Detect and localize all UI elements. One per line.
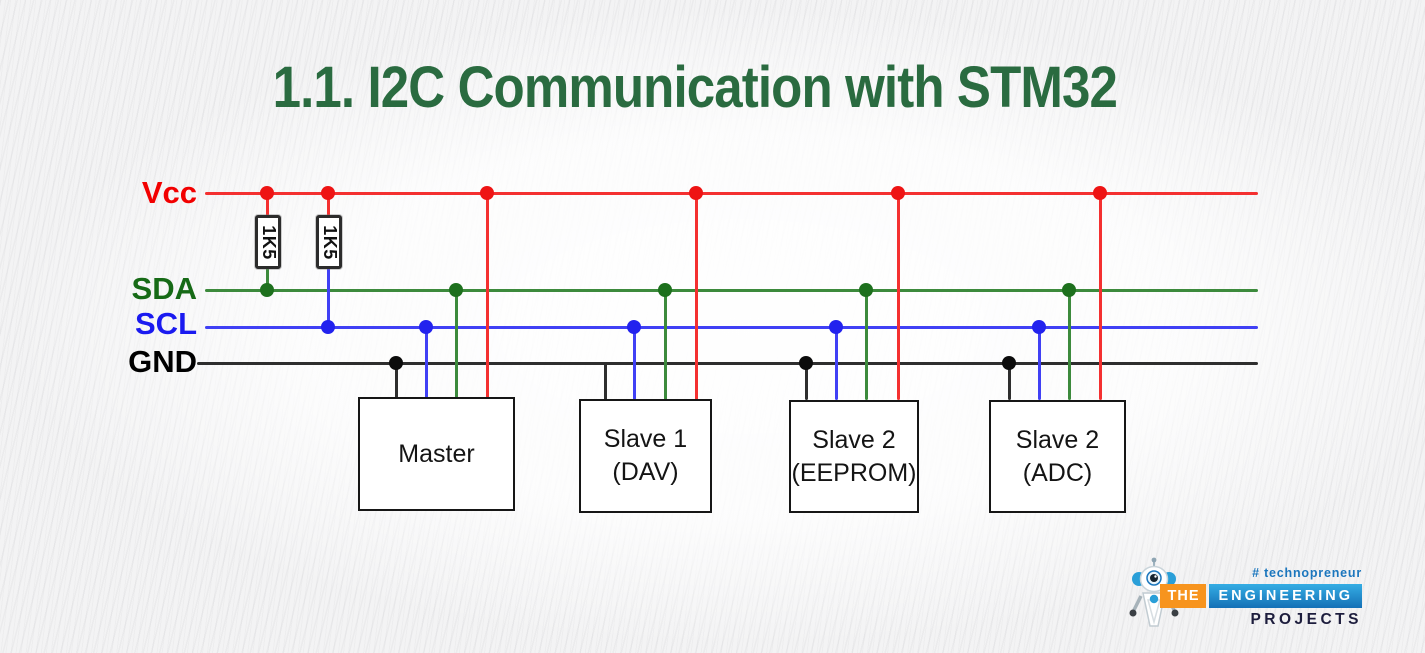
wire-resistor2-scl xyxy=(327,266,330,328)
wire-sda-slave2-adc xyxy=(1068,290,1071,400)
gnd-junction-dot xyxy=(389,356,403,370)
scl-junction-dot xyxy=(627,320,641,334)
sda-junction-dot xyxy=(1062,283,1076,297)
device-sublabel: (EEPROM) xyxy=(791,458,917,487)
logo-wordmark: THE ENGINEERING xyxy=(1160,584,1362,608)
brand-logo: # technopreneur THE ENGINEERING PROJECTS xyxy=(1128,556,1366,636)
page-title: 1.1. I2C Communication with STM32 xyxy=(272,55,1117,120)
wire-gnd-slave2-eeprom xyxy=(805,363,808,400)
resistor-r2: 1K5 xyxy=(316,215,342,269)
scl-junction-dot xyxy=(419,320,433,334)
vcc-label: Vcc xyxy=(141,175,197,210)
sda-junction-dot xyxy=(859,283,873,297)
resistor-r1-value: 1K5 xyxy=(258,224,279,260)
device-label: Slave 1 xyxy=(603,425,688,453)
sda-junction-dot xyxy=(658,283,672,297)
gnd-bus-line xyxy=(197,362,1258,365)
scl-bus-line xyxy=(205,326,1258,329)
scl-junction-dot xyxy=(1032,320,1046,334)
vcc-junction-dot xyxy=(689,186,703,200)
device-box-slave2-adc: Slave 2 (ADC) xyxy=(989,400,1126,513)
vcc-bus-line xyxy=(205,192,1258,195)
sda-label: SDA xyxy=(131,271,197,306)
vcc-junction-dot xyxy=(260,186,274,200)
gnd-label: GND xyxy=(128,344,197,379)
gnd-junction-dot xyxy=(799,356,813,370)
wire-vcc-resistor1 xyxy=(266,193,269,217)
resistor-r1: 1K5 xyxy=(255,215,281,269)
vcc-junction-dot xyxy=(480,186,494,200)
logo-word-engineering: ENGINEERING xyxy=(1209,584,1362,608)
robot-mascot-icon xyxy=(1129,557,1179,627)
wire-sda-slave2-eeprom xyxy=(865,290,868,400)
wire-sda-master xyxy=(455,290,458,398)
vcc-junction-dot xyxy=(891,186,905,200)
wire-resistor1-sda xyxy=(266,266,269,291)
gnd-junction-dot xyxy=(1002,356,1016,370)
wire-gnd-slave2-adc xyxy=(1008,363,1011,400)
device-box-slave2-eeprom: Slave 2 (EEPROM) xyxy=(789,400,919,513)
vcc-junction-dot xyxy=(321,186,335,200)
wire-vcc-slave1 xyxy=(695,193,698,400)
logo-word-projects: PROJECTS xyxy=(1250,611,1362,628)
scl-junction-dot xyxy=(321,320,335,334)
device-box-slave1: Slave 1 (DAV) xyxy=(579,399,712,513)
logo-tagline: # technopreneur xyxy=(1252,566,1362,580)
wire-scl-slave2-adc xyxy=(1038,327,1041,400)
device-box-master: Master xyxy=(358,397,515,511)
device-label: Slave 2 xyxy=(1015,425,1100,454)
device-sublabel: (ADC) xyxy=(1022,458,1093,487)
wire-sda-slave1 xyxy=(664,290,667,400)
device-sublabel: (DAV) xyxy=(612,458,679,486)
vcc-junction-dot xyxy=(1093,186,1107,200)
wire-scl-master xyxy=(425,327,428,398)
wire-gnd-slave1 xyxy=(604,363,607,400)
sda-bus-line xyxy=(205,289,1258,292)
device-label: Slave 2 xyxy=(812,425,896,454)
sda-junction-dot xyxy=(449,283,463,297)
wire-vcc-resistor2 xyxy=(327,193,330,217)
scl-junction-dot xyxy=(829,320,843,334)
wire-vcc-slave2-adc xyxy=(1099,193,1102,400)
wire-gnd-master xyxy=(395,363,398,398)
scl-label: SCL xyxy=(135,306,197,341)
resistor-r2-value: 1K5 xyxy=(319,224,340,260)
wire-vcc-master xyxy=(486,193,489,398)
logo-word-the: THE xyxy=(1160,584,1207,608)
sda-junction-dot xyxy=(260,283,274,297)
device-label: Master xyxy=(398,439,475,468)
wire-vcc-slave2-eeprom xyxy=(897,193,900,400)
wire-scl-slave2-eeprom xyxy=(835,327,838,400)
wire-scl-slave1 xyxy=(633,327,636,400)
